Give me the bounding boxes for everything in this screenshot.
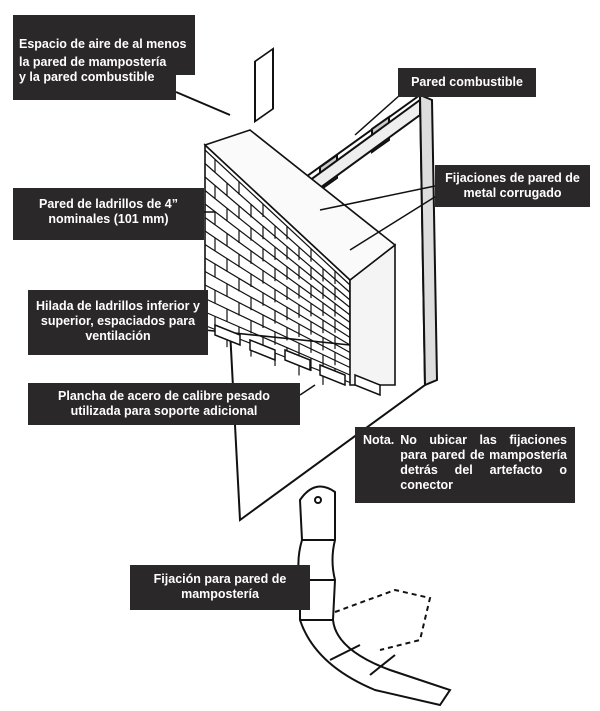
masonry-tie-drawing (297, 485, 452, 707)
air-gap-line-1: Espacio de aire de al menos (19, 37, 187, 51)
brick-course-line (204, 149, 351, 286)
brick-course-line (204, 297, 351, 369)
brick-course-line (204, 257, 351, 346)
note-prefix: Nota. (363, 433, 395, 447)
brick-course-line (204, 243, 351, 339)
air-gap-line-2: la pared de mampostería (19, 55, 167, 69)
brick-course-line (204, 270, 351, 354)
steel-plate-label: Plancha de acero de calibre pesado utili… (28, 383, 300, 425)
corrugated-ties-label: Fijaciones de pared de metal corrugado (435, 165, 590, 207)
combustible-wall-label: Pared combustible (398, 68, 536, 97)
brick-courses-label: Hilada de ladrillos inferior y superior,… (28, 290, 208, 355)
brick-course-line (204, 230, 351, 331)
air-gap-line-3: y la pared combustible (19, 70, 155, 84)
brick-course-line (204, 176, 351, 301)
tie-detail-label: Fijación para pared de mampostería (130, 565, 310, 610)
brick-wall-label: Pared de ladrillos de 4” nominales (101 … (13, 188, 204, 240)
brick-course-line (204, 163, 351, 293)
note-text: No ubicar las fijaciones para pared de m… (400, 433, 567, 492)
brick-course-line (204, 190, 351, 308)
air-gap-label-cont: la pared de mampostería y la pared combu… (13, 52, 176, 100)
brick-course-line (204, 311, 351, 376)
brick-course-line (204, 284, 351, 361)
brick-course-line (204, 217, 351, 323)
brick-course-line (204, 203, 351, 316)
note-box: Nota. No ubicar las fijaciones para pare… (355, 427, 575, 503)
